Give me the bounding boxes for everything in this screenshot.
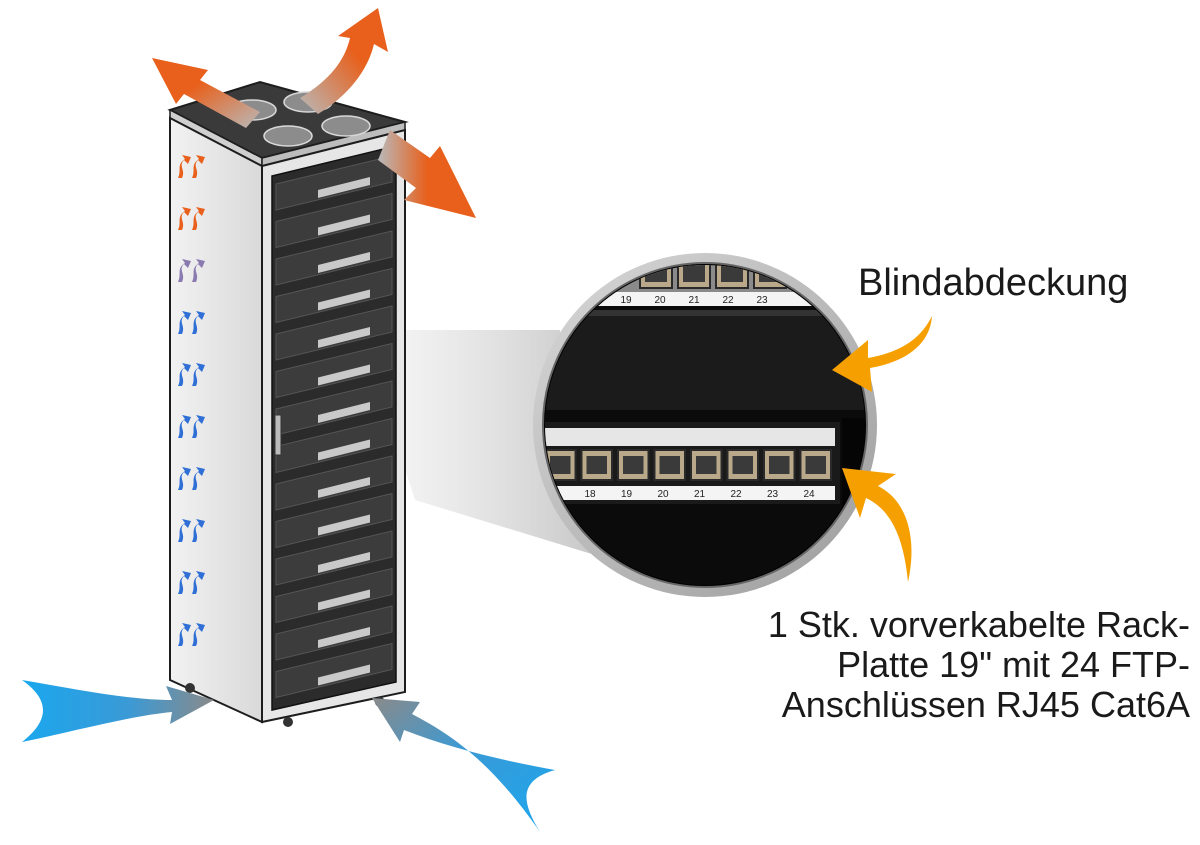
rack-units: [275, 155, 393, 699]
rack-unit: [275, 492, 393, 549]
rack-unit: [275, 417, 393, 474]
cold-air-arrow: [22, 680, 555, 832]
fan-icon: [227, 91, 371, 147]
callout-beam: [360, 330, 595, 555]
rack-unit: [275, 567, 393, 624]
port-number: 20: [657, 489, 669, 500]
rack-unit: [275, 230, 393, 286]
rack-unit: [275, 455, 393, 511]
port-number: 22: [730, 489, 742, 500]
port-number: 23: [767, 489, 779, 500]
patch-panel-label-line-1: 1 Stk. vorverkabelte Rack-: [767, 604, 1190, 645]
port-number: 21: [694, 489, 706, 500]
rack-unit: [275, 342, 393, 399]
blind-cover-label: Blindabdeckung: [858, 262, 1129, 304]
patch-panel-label: 1 Stk. vorverkabelte Rack- Platte 19" mi…: [740, 605, 1190, 725]
rack-unit: [275, 642, 393, 699]
magnifier-lens: 19 20 21 22 23 18 19 20 21 22 23 24: [533, 253, 877, 597]
port-number: 19: [620, 295, 632, 306]
patch-panel-ports: [545, 449, 832, 481]
server-rack: [167, 80, 409, 727]
callout-arrow: [832, 316, 932, 582]
port-number: 20: [654, 295, 666, 306]
patch-panel-label-line-3: Anschlüssen RJ45 Cat6A: [781, 684, 1190, 725]
door-handle: [274, 414, 282, 456]
patch-panel-label-line-2: Platte 19" mit 24 FTP-: [837, 644, 1190, 685]
port-number: 18: [584, 489, 596, 500]
rack-unit: [275, 192, 393, 249]
port-number: 22: [722, 295, 734, 306]
rack-unit: [275, 267, 393, 324]
port-number: 21: [688, 295, 700, 306]
lower-label-strip: [545, 486, 835, 500]
rack-unit: [275, 605, 393, 661]
port-number: 23: [756, 295, 768, 306]
hot-air-arrow: [152, 8, 476, 218]
port-number: 24: [803, 489, 815, 500]
port-number: 19: [621, 489, 633, 500]
upper-label-strip: [545, 292, 865, 306]
rack-unit: [275, 530, 393, 586]
rack-unit: [275, 155, 393, 211]
blind-cover: [545, 310, 865, 410]
rack-unit: [275, 305, 393, 361]
